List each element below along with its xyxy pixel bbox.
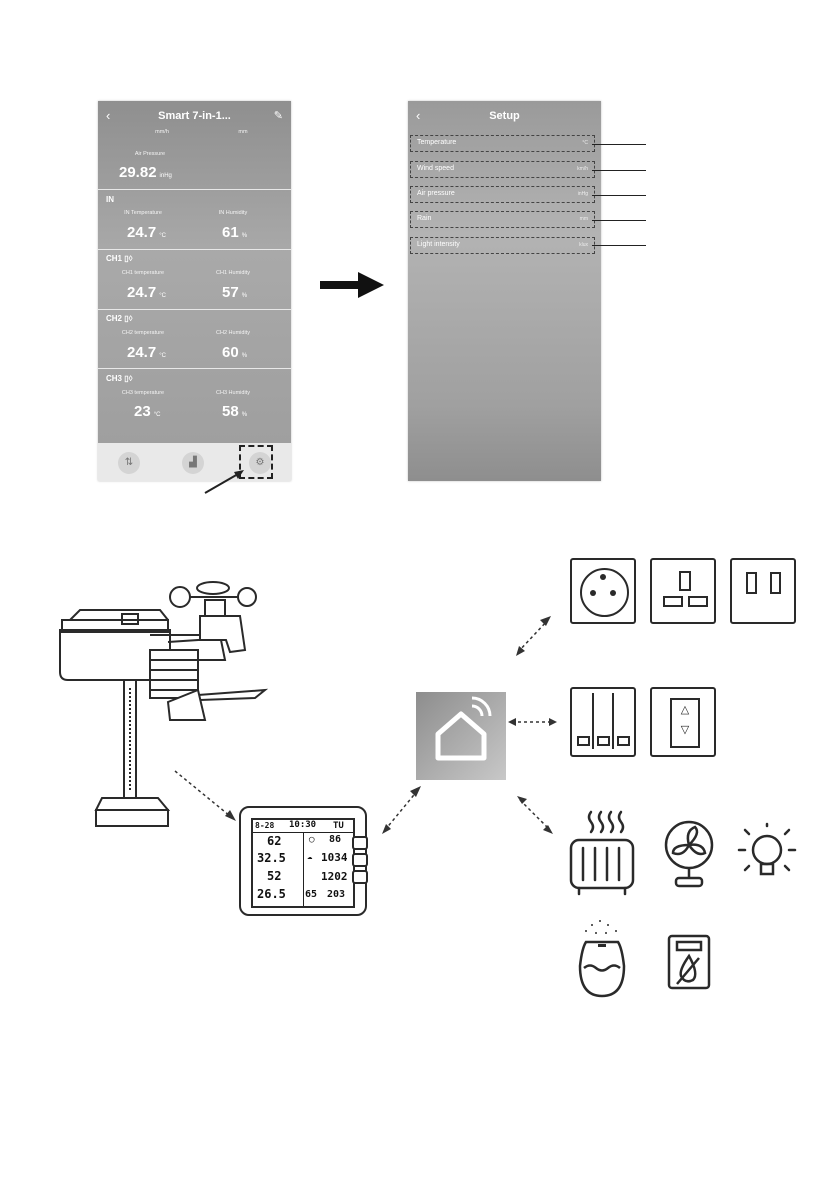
divider bbox=[98, 249, 291, 250]
heater-icon bbox=[569, 810, 635, 896]
main-screen: ‹ Smart 7-in-1... ✎ mm/h mm Air Pressure… bbox=[98, 101, 291, 481]
back-button[interactable]: ‹ bbox=[416, 108, 421, 123]
in-temp-label: IN Temperature bbox=[124, 210, 162, 216]
ch1-hum-label: CH1 Humidity bbox=[216, 270, 250, 276]
air-pressure-label: Air Pressure bbox=[134, 151, 166, 157]
humidifier-icon bbox=[578, 920, 626, 998]
indoor-console: 8-28 10:30 TU 62 32.5 52 26.5 ◯ 86 ☁ 103… bbox=[239, 806, 367, 916]
light-bulb-icon bbox=[737, 822, 797, 876]
ch3-temp-value: 23°C bbox=[134, 403, 161, 420]
lcd-temp-out: 26.5 bbox=[257, 887, 286, 901]
setup-title: Setup bbox=[489, 110, 520, 122]
console-button[interactable] bbox=[352, 853, 368, 867]
gear-icon[interactable]: ⚙ bbox=[249, 452, 271, 474]
lcd-day: TU bbox=[333, 821, 344, 831]
lcd-date: 8-28 bbox=[255, 821, 275, 830]
battery-icon: ▯◊ bbox=[124, 314, 133, 323]
console-button[interactable] bbox=[352, 836, 368, 850]
divider bbox=[98, 309, 291, 310]
in-temp-value: 24.7°C bbox=[127, 224, 166, 241]
divider bbox=[98, 189, 291, 190]
outdoor-sensor-illustration bbox=[59, 581, 269, 827]
lcd-humidity-in: 62 bbox=[267, 834, 282, 848]
setup-header: ‹ Setup bbox=[408, 101, 601, 131]
ch2-temp-value: 24.7°C bbox=[127, 344, 166, 361]
bottom-nav: ⇅ ▟ ⚙ bbox=[98, 443, 291, 481]
dehumidifier-icon bbox=[667, 934, 711, 990]
console-button[interactable] bbox=[352, 870, 368, 884]
weather-icon: ☁ bbox=[307, 852, 313, 862]
leader-line bbox=[592, 245, 646, 246]
lcd-time: 10:30 bbox=[289, 820, 317, 830]
uk-socket-icon bbox=[650, 558, 716, 624]
section-ch3-title: CH3 ▯◊ bbox=[106, 374, 133, 383]
top-unit-right: mm bbox=[238, 129, 248, 135]
hub-link-arrows bbox=[382, 616, 557, 834]
lcd-humidity-out: 52 bbox=[267, 869, 282, 883]
section-ch1-title: CH1 ▯◊ bbox=[106, 254, 133, 263]
moon-icon: ◯ bbox=[309, 835, 315, 845]
ch3-hum-value: 58% bbox=[222, 403, 248, 420]
leader-line bbox=[592, 170, 646, 171]
leader-line bbox=[592, 144, 646, 145]
lcd-temp-in: 32.5 bbox=[257, 851, 286, 865]
battery-icon: ▯◊ bbox=[124, 254, 133, 263]
gear-highlight-box bbox=[239, 445, 273, 479]
leader-line bbox=[592, 195, 646, 196]
leader-line bbox=[592, 220, 646, 221]
ch2-hum-value: 60% bbox=[222, 344, 248, 361]
ch2-temp-label: CH2 temperature bbox=[121, 330, 165, 336]
up-down-switch-icon: △▽ bbox=[650, 687, 716, 757]
schuko-socket-icon bbox=[570, 558, 636, 624]
lcd-r4b: 203 bbox=[327, 889, 346, 900]
big-right-arrow bbox=[320, 272, 384, 298]
top-unit-left: mm/h bbox=[155, 129, 169, 135]
smart-home-hub-tile bbox=[416, 692, 506, 780]
main-header: ‹ Smart 7-in-1... ✎ bbox=[98, 101, 291, 131]
smart-home-icon bbox=[435, 696, 492, 761]
section-in-title: IN bbox=[106, 195, 114, 204]
device-title: Smart 7-in-1... bbox=[158, 110, 231, 122]
ch3-hum-label: CH3 Humidity bbox=[216, 390, 250, 396]
setup-row-temperature[interactable]: Temperature°C bbox=[410, 135, 595, 152]
ch3-temp-label: CH3 temperature bbox=[121, 390, 165, 396]
lcd-r4a: 65 bbox=[305, 889, 318, 900]
in-hum-value: 61% bbox=[222, 224, 248, 241]
ch2-hum-label: CH2 Humidity bbox=[216, 330, 250, 336]
us-socket-icon bbox=[730, 558, 796, 624]
in-hum-label: IN Humidity bbox=[218, 210, 248, 216]
back-button[interactable]: ‹ bbox=[106, 108, 111, 123]
ch1-temp-label: CH1 temperature bbox=[121, 270, 165, 276]
ch1-hum-value: 57% bbox=[222, 284, 248, 301]
chart-icon[interactable]: ▟ bbox=[182, 452, 204, 474]
sort-icon[interactable]: ⇅ bbox=[118, 452, 140, 474]
lcd-r3: 1202 bbox=[321, 870, 348, 883]
triple-switch-icon bbox=[570, 687, 636, 757]
section-ch2-title: CH2 ▯◊ bbox=[106, 314, 133, 323]
battery-icon: ▯◊ bbox=[124, 374, 133, 383]
ch1-temp-value: 24.7°C bbox=[127, 284, 166, 301]
edit-button[interactable]: ✎ bbox=[273, 110, 283, 122]
link-arrow-station bbox=[174, 770, 236, 821]
console-lcd: 8-28 10:30 TU 62 32.5 52 26.5 ◯ 86 ☁ 103… bbox=[251, 818, 355, 908]
lcd-r2: 1034 bbox=[321, 851, 348, 864]
divider bbox=[98, 368, 291, 369]
lcd-r1: 86 bbox=[329, 834, 342, 845]
pointer-arrow bbox=[204, 470, 244, 494]
fan-icon bbox=[664, 820, 714, 888]
